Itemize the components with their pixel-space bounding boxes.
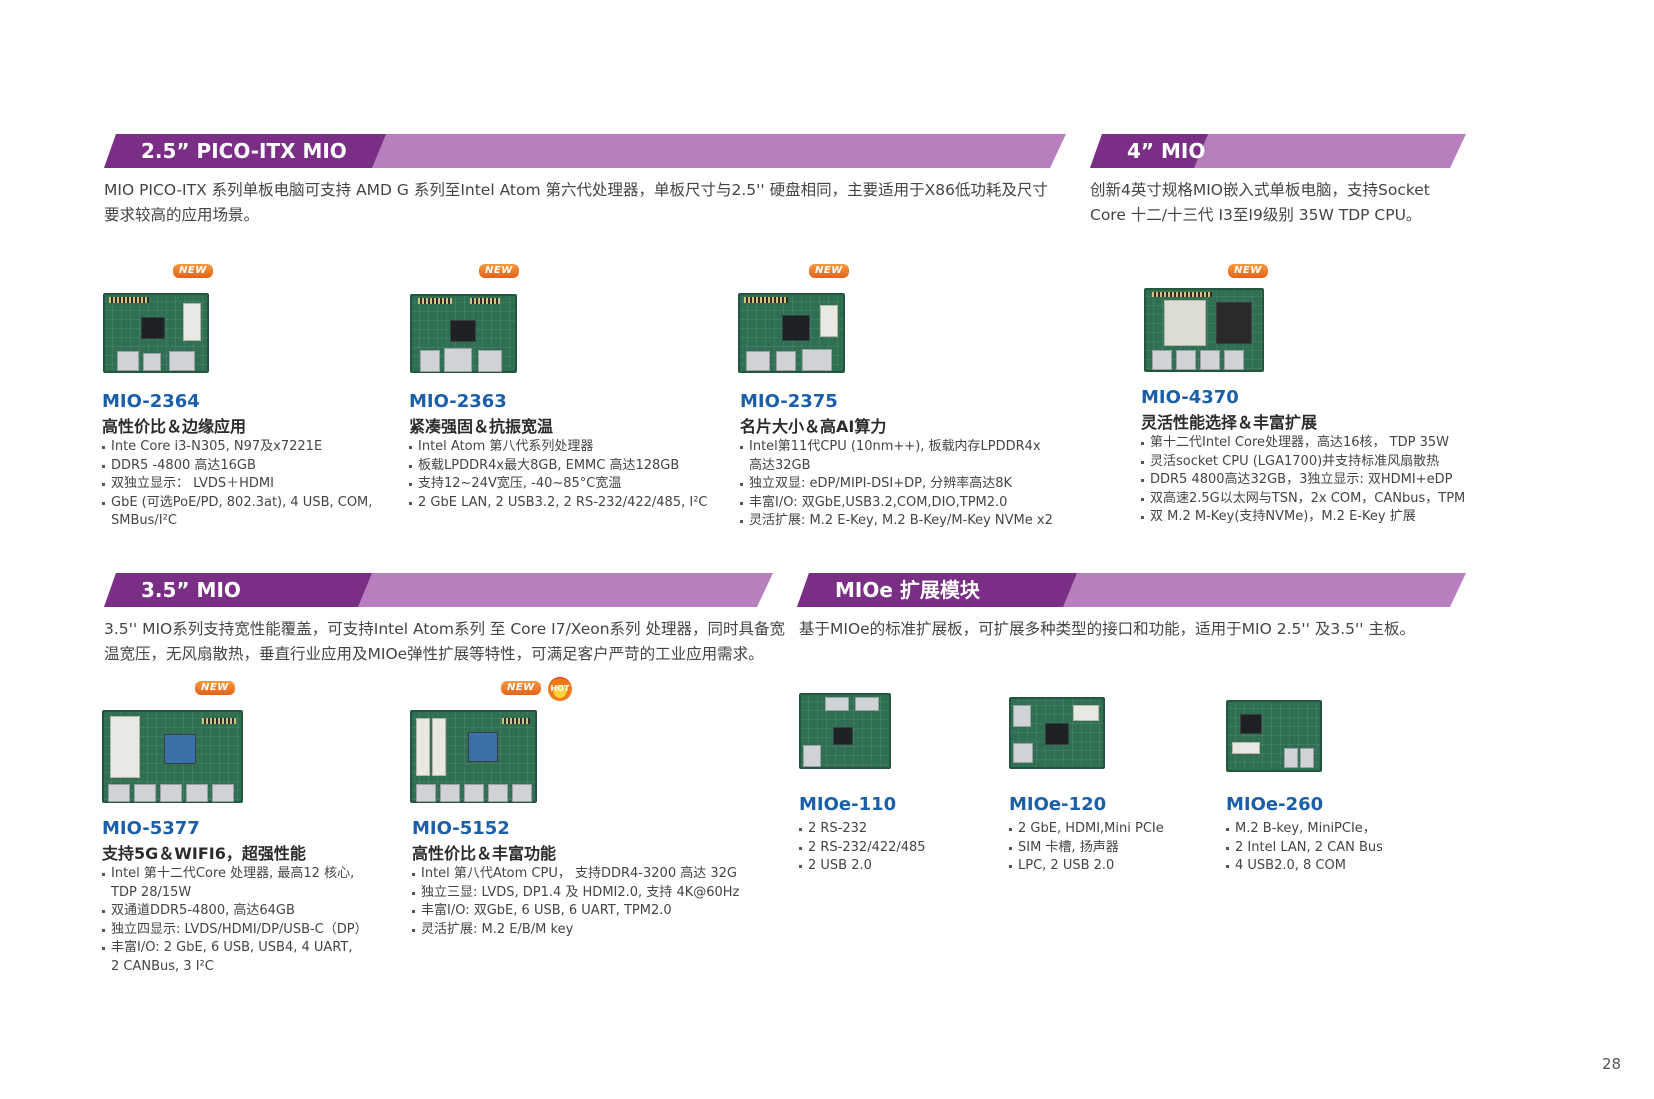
section-description-pico-itx: MIO PICO-ITX 系列单板电脑可支持 AMD G 系列至Intel At… — [104, 181, 1048, 224]
product-model: MIO-4370 — [1141, 387, 1239, 408]
feature-item: 独立双显: eDP/MIPI-DSI+DP, 分辨率高达8K — [739, 475, 1053, 494]
feature-item: 2 RS-232/422/485 — [798, 839, 926, 858]
feature-item: 双高速2.5G以太网与TSN，2x COM，CANbus，TPM — [1140, 490, 1465, 509]
section-description-mioe: 基于MIOe的标准扩展板，可扩展多种类型的接口和功能，适用于MIO 2.5'' … — [799, 620, 1415, 638]
feature-list: Inte Core i3-N305, N97及x7221E DDR5 -4800… — [101, 438, 372, 531]
section-banner-pico-itx: 2.5” PICO-ITX MIO — [104, 134, 1066, 168]
section-title: 3.5” MIO — [141, 578, 241, 602]
new-badge: NEW — [809, 264, 849, 278]
product-image-mio-2363 — [410, 294, 517, 373]
section-banner-3-5-inch: 3.5” MIO — [104, 573, 773, 607]
new-badge: NEW — [173, 264, 213, 278]
product-image-mioe-120 — [1009, 697, 1105, 769]
feature-item: 灵活扩展: M.2 E-Key, M.2 B-Key/M-Key NVMe x2 — [739, 512, 1053, 531]
product-subtitle: 高性价比＆边缘应用 — [102, 417, 247, 436]
feature-item: 双通道DDR5-4800, 高达64GB — [101, 902, 368, 921]
feature-item: DDR5 4800高达32GB，3独立显示: 双HDMI+eDP — [1140, 471, 1465, 490]
new-badge: NEW — [1228, 264, 1268, 278]
feature-item: 双 M.2 M-Key(支持NVMe)，M.2 E-Key 扩展 — [1140, 508, 1465, 527]
feature-item: GbE (可选PoE/PD, 802.3at), 4 USB, COM, — [101, 494, 372, 513]
product-model: MIO-2375 — [740, 391, 838, 412]
product-image-mioe-260 — [1226, 700, 1322, 772]
section-description-4-inch: 创新4英寸规格MIO嵌入式单板电脑，支持Socket Core 十二/十三代 I… — [1090, 181, 1430, 224]
feature-item: 丰富I/O: 双GbE,USB3.2,COM,DIO,TPM2.0 — [739, 494, 1053, 513]
feature-item: Intel Atom 第八代系列处理器 — [408, 438, 708, 457]
banner-shape — [797, 573, 1466, 607]
section-banner-mioe: MIOe 扩展模块 — [797, 573, 1466, 607]
feature-item: Intel 第十二代Core 处理器, 最高12 核心, — [101, 865, 368, 884]
hot-badge: HOT — [548, 677, 572, 701]
feature-item: DDR5 -4800 高达16GB — [101, 457, 372, 476]
product-image-mio-2375 — [738, 293, 845, 373]
product-model: MIO-5377 — [102, 818, 200, 839]
feature-item: LPC, 2 USB 2.0 — [1008, 857, 1164, 876]
feature-list: Intel第11代CPU (10nm++), 板载内存LPDDR4x 高达32G… — [739, 438, 1053, 531]
feature-item: 板载LPDDR4x最大8GB, EMMC 高达128GB — [408, 457, 708, 476]
feature-item: SIM 卡槽, 扬声器 — [1008, 839, 1164, 858]
section-banner-4-inch: 4” MIO — [1090, 134, 1466, 168]
feature-item: 2 GbE LAN, 2 USB3.2, 2 RS-232/422/485, I… — [408, 494, 708, 513]
product-image-mio-2364 — [103, 293, 209, 373]
product-model: MIOe-120 — [1009, 794, 1107, 815]
feature-item: M.2 B-key, MiniPCIe， — [1225, 820, 1383, 839]
product-subtitle: 灵活性能选择＆丰富扩展 — [1141, 413, 1318, 432]
product-image-mio-5152 — [410, 710, 537, 803]
feature-item: 独立三显: LVDS, DP1.4 及 HDMI2.0, 支持 4K@60Hz — [411, 884, 739, 903]
banner-shape — [104, 573, 773, 607]
feature-item: 双独立显示： LVDS＋HDMI — [101, 475, 372, 494]
product-image-mio-5377 — [102, 710, 243, 803]
section-title: MIOe 扩展模块 — [835, 578, 980, 602]
feature-item: 丰富I/O: 2 GbE, 6 USB, USB4, 4 UART, — [101, 939, 368, 958]
feature-list: 2 GbE, HDMI,Mini PCIe SIM 卡槽, 扬声器 LPC, 2… — [1008, 820, 1164, 876]
product-image-mioe-110 — [799, 693, 891, 769]
feature-item: 2 GbE, HDMI,Mini PCIe — [1008, 820, 1164, 839]
feature-item: 2 Intel LAN, 2 CAN Bus — [1225, 839, 1383, 858]
feature-list: M.2 B-key, MiniPCIe， 2 Intel LAN, 2 CAN … — [1225, 820, 1383, 876]
product-subtitle: 紧凑强固＆抗振宽温 — [409, 417, 554, 436]
feature-item: 第十二代Intel Core处理器，高达16核， TDP 35W — [1140, 434, 1465, 453]
feature-item: 4 USB2.0, 8 COM — [1225, 857, 1383, 876]
feature-item: 支持12~24V宽压, -40~85°C宽温 — [408, 475, 708, 494]
feature-list: Intel 第十二代Core 处理器, 最高12 核心, TDP 28/15W … — [101, 865, 368, 976]
product-model: MIO-2363 — [409, 391, 507, 412]
feature-item: Intel第11代CPU (10nm++), 板载内存LPDDR4x — [739, 438, 1053, 457]
feature-item: Inte Core i3-N305, N97及x7221E — [101, 438, 372, 457]
section-title: 4” MIO — [1127, 139, 1206, 163]
feature-item-continued: 高达32GB — [749, 457, 811, 473]
feature-item: Intel 第八代Atom CPU， 支持DDR4-3200 高达 32G — [411, 865, 739, 884]
feature-item: 灵活扩展: M.2 E/B/M key — [411, 921, 739, 940]
banner-shape — [1090, 134, 1466, 168]
product-model: MIOe-110 — [799, 794, 897, 815]
new-badge: NEW — [479, 264, 519, 278]
new-badge: NEW — [501, 681, 541, 695]
feature-item: 丰富I/O: 双GbE, 6 USB, 6 UART, TPM2.0 — [411, 902, 739, 921]
section-title: 2.5” PICO-ITX MIO — [141, 139, 347, 163]
section-description-3-5-inch: 3.5'' MIO系列支持宽性能覆盖，可支持Intel Atom系列 至 Cor… — [104, 620, 785, 663]
feature-list: Intel 第八代Atom CPU， 支持DDR4-3200 高达 32G 独立… — [411, 865, 739, 939]
feature-item: 灵活socket CPU (LGA1700)并支持标准风扇散热 — [1140, 453, 1465, 472]
feature-list: 2 RS-232 2 RS-232/422/485 2 USB 2.0 — [798, 820, 926, 876]
feature-item-continued: 2 CANBus, 3 I²C — [111, 958, 214, 974]
product-subtitle: 支持5G＆WIFI6，超强性能 — [102, 844, 306, 863]
page-number: 28 — [1602, 1055, 1622, 1073]
feature-item-continued: TDP 28/15W — [111, 884, 192, 900]
feature-item: 2 RS-232 — [798, 820, 926, 839]
product-subtitle: 名片大小＆高AI算力 — [740, 417, 887, 436]
feature-item-continued: SMBus/I²C — [111, 513, 177, 528]
feature-list: Intel Atom 第八代系列处理器 板载LPDDR4x最大8GB, EMMC… — [408, 438, 708, 512]
new-badge: NEW — [195, 681, 235, 695]
product-image-mio-4370 — [1144, 288, 1264, 372]
product-model: MIO-2364 — [102, 391, 200, 412]
product-model: MIO-5152 — [412, 818, 510, 839]
feature-item: 2 USB 2.0 — [798, 857, 926, 876]
product-model: MIOe-260 — [1226, 794, 1324, 815]
product-subtitle: 高性价比＆丰富功能 — [412, 844, 557, 863]
feature-item: 独立四显示: LVDS/HDMI/DP/USB-C（DP） — [101, 921, 368, 940]
feature-list: 第十二代Intel Core处理器，高达16核， TDP 35W 灵活socke… — [1140, 434, 1465, 527]
banner-shape — [104, 134, 1066, 168]
